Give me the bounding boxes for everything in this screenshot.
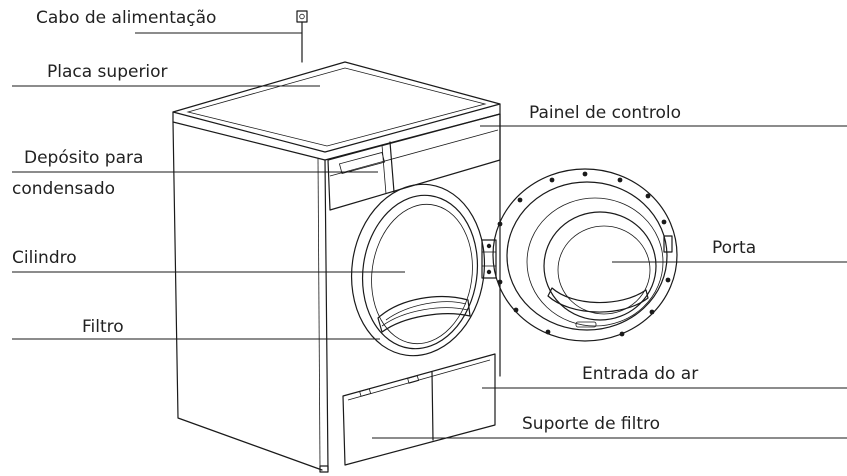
label-air-inlet: Entrada do ar — [582, 364, 698, 384]
label-filter: Filtro — [82, 317, 124, 337]
label-drum: Cilindro — [12, 248, 77, 268]
label-condensate-tank-line1: Depósito para — [24, 148, 143, 168]
label-condensate-tank-line2: condensado — [12, 179, 115, 199]
leader-lines — [12, 32, 847, 439]
bottom-housing — [319, 353, 496, 473]
open-door — [492, 168, 678, 342]
drum-opening — [350, 183, 497, 357]
labels: Cabo de alimentação Placa superior Paine… — [12, 8, 756, 434]
label-top-plate: Placa superior — [47, 62, 168, 82]
label-control-panel: Painel de controlo — [529, 103, 681, 123]
label-filter-support: Suporte de filtro — [522, 414, 660, 434]
power-plug — [296, 10, 308, 63]
dryer-body — [172, 61, 501, 471]
label-power-cord: Cabo de alimentação — [36, 8, 216, 28]
label-door: Porta — [712, 238, 756, 258]
